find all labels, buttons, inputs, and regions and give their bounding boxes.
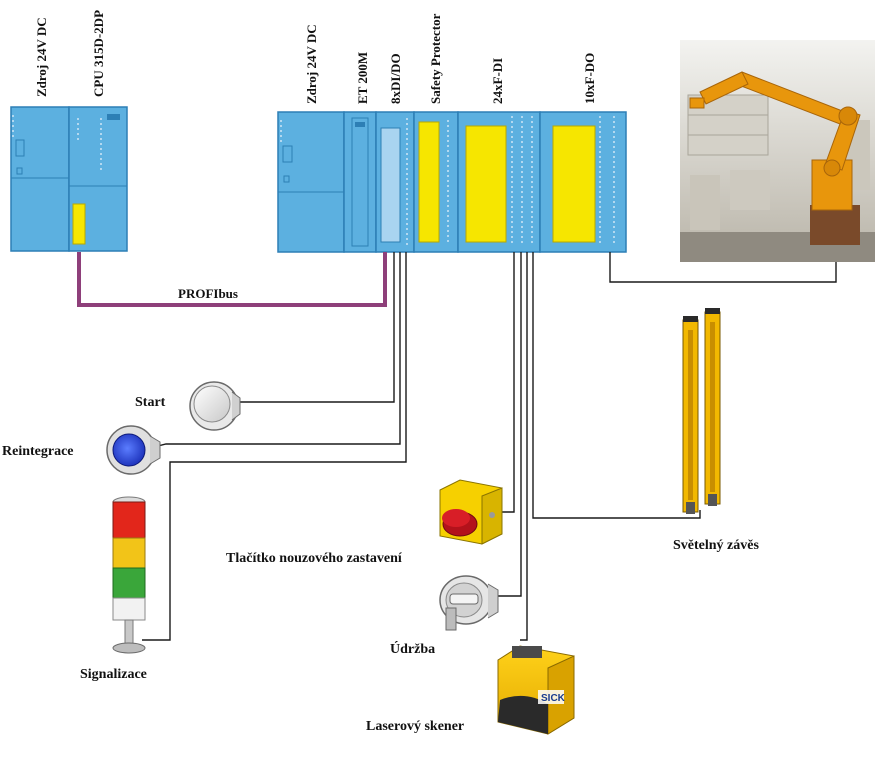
label-zdroj-left: Zdroj 24V DC xyxy=(34,17,49,97)
label-laser-scanner: Laserový skener xyxy=(366,719,464,734)
cpu-yellow-panel xyxy=(72,203,86,245)
robot-photo xyxy=(680,40,875,262)
signal-tower-icon xyxy=(112,496,146,654)
wiring xyxy=(142,252,837,641)
laser-scanner-icon: SICK xyxy=(497,645,575,735)
reintegrace-button-device xyxy=(106,425,161,475)
label-f-di: 24xF-DI xyxy=(490,58,505,104)
plc-rack-left xyxy=(10,106,128,252)
plc-rack-right xyxy=(277,111,627,253)
scanner-brand-text: SICK xyxy=(541,693,566,704)
label-reintegrace: Reintegrace xyxy=(2,444,74,459)
label-et200m: ET 200M xyxy=(355,52,370,104)
start-button-device xyxy=(189,381,241,431)
label-signalizace: Signalizace xyxy=(80,667,147,682)
label-safety-protector: Safety Protector xyxy=(428,13,443,104)
label-f-do: 10xF-DO xyxy=(582,53,597,104)
key-switch-icon xyxy=(439,575,499,631)
label-emergency-stop: Tlačítko nouzového zastavení xyxy=(226,551,403,566)
emergency-stop-icon xyxy=(439,479,503,545)
label-udrzba: Údržba xyxy=(390,640,435,657)
label-start: Start xyxy=(135,395,166,410)
robot-icon xyxy=(689,71,861,245)
psu-module-left xyxy=(10,106,70,252)
et200m-module xyxy=(343,111,377,253)
light-curtain-icon xyxy=(682,308,721,514)
label-cpu: CPU 315D-2DP xyxy=(91,10,106,97)
profibus-cable xyxy=(77,252,387,307)
label-di-do: 8xDI/DO xyxy=(388,53,403,104)
label-light-curtain: Světelný závěs xyxy=(673,538,759,553)
label-zdroj-right: Zdroj 24V DC xyxy=(304,24,319,104)
label-profibus: PROFIbus xyxy=(178,286,238,301)
